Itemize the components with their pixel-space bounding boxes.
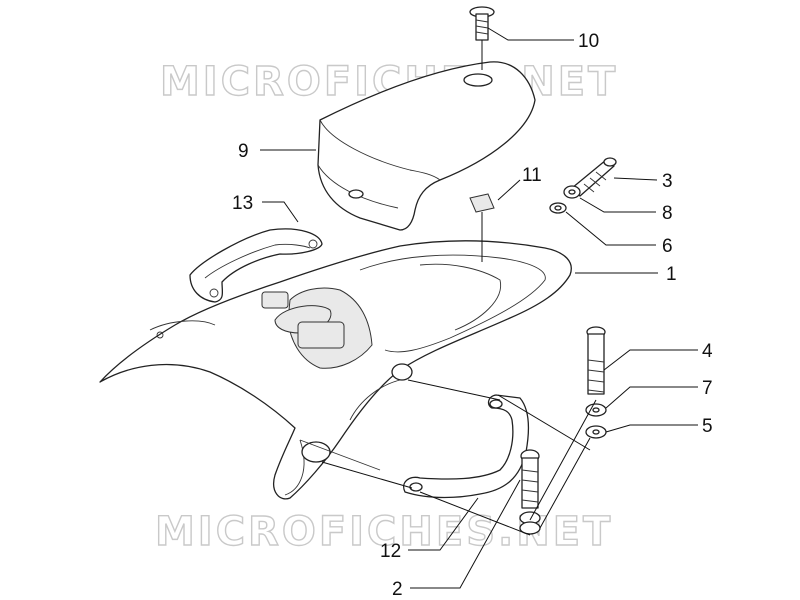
callout-3: 3 <box>662 171 673 192</box>
part-bolt-4 <box>586 326 606 395</box>
callout-1: 1 <box>666 264 677 285</box>
callout-11: 11 <box>522 165 542 186</box>
callout-13: 13 <box>232 193 253 214</box>
part-washer-6 <box>549 202 567 214</box>
callout-leaders <box>260 27 698 589</box>
part-washer-5 <box>585 425 607 439</box>
part-clip-11 <box>469 193 495 262</box>
part-rear-body <box>99 240 572 500</box>
callout-6: 6 <box>662 236 673 257</box>
part-screw-10 <box>469 6 495 70</box>
part-cover <box>317 61 536 231</box>
part-bolt-2 <box>519 449 541 535</box>
part-spacer-8 <box>563 185 581 199</box>
part-washer-7 <box>585 403 607 417</box>
callout-7: 7 <box>702 378 713 399</box>
part-bracket-13 <box>189 228 323 303</box>
callout-4: 4 <box>702 341 713 362</box>
assembly-guide-lines <box>321 379 597 536</box>
callout-9: 9 <box>238 141 249 162</box>
callout-2: 2 <box>392 579 403 600</box>
callout-8: 8 <box>662 203 673 224</box>
callout-12: 12 <box>380 541 401 562</box>
part-handle-12 <box>403 394 530 499</box>
callout-5: 5 <box>702 416 713 437</box>
callout-10: 10 <box>578 31 599 52</box>
